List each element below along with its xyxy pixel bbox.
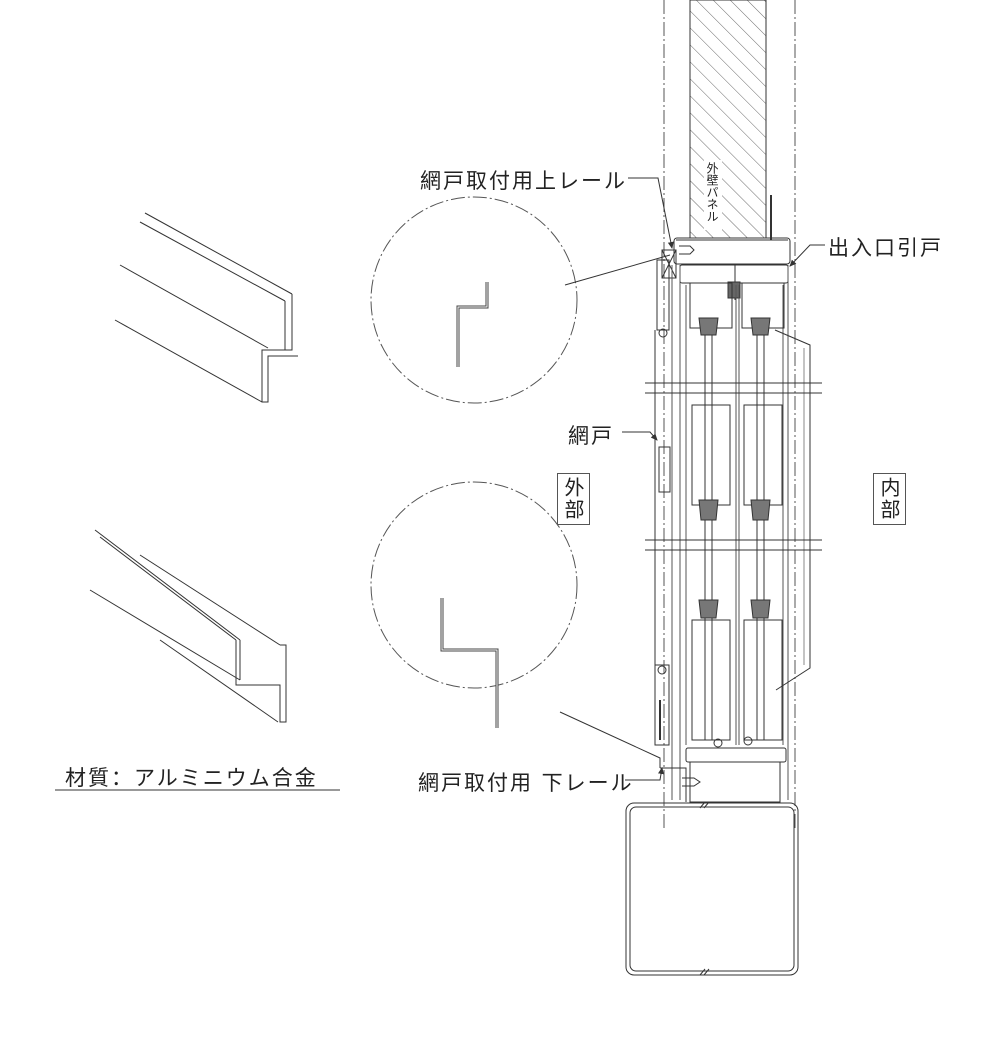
wall-panel-label: 外壁パネル — [705, 162, 719, 222]
detail-circle-lower — [370, 481, 661, 768]
detail-circle-upper — [370, 196, 671, 404]
upper-rail-label: 網戸取付用上レール — [420, 169, 627, 193]
screen-door — [654, 330, 671, 746]
upper-rail-isometric — [114, 212, 298, 403]
screen-door-label: 網戸 — [568, 424, 614, 448]
interior-label: 内部 — [873, 473, 906, 525]
material-label: 材質：アルミニウム合金 — [65, 766, 318, 790]
sliding-door-label: 出入口引戸 — [828, 236, 943, 260]
frame-jambs — [671, 265, 789, 800]
sash-left — [689, 282, 733, 741]
lower-rail-isometric — [89, 529, 287, 723]
interior-trim — [774, 329, 811, 691]
base-block — [625, 801, 799, 976]
break-lines — [645, 382, 822, 551]
sill-frame — [660, 736, 787, 803]
sash-right — [741, 282, 785, 741]
head-frame — [656, 237, 791, 338]
exterior-label: 外部 — [557, 473, 590, 525]
wall-panel — [689, 0, 767, 239]
leader-lines — [622, 177, 825, 781]
lower-rail-label: 網戸取付用 下レール — [418, 771, 634, 795]
